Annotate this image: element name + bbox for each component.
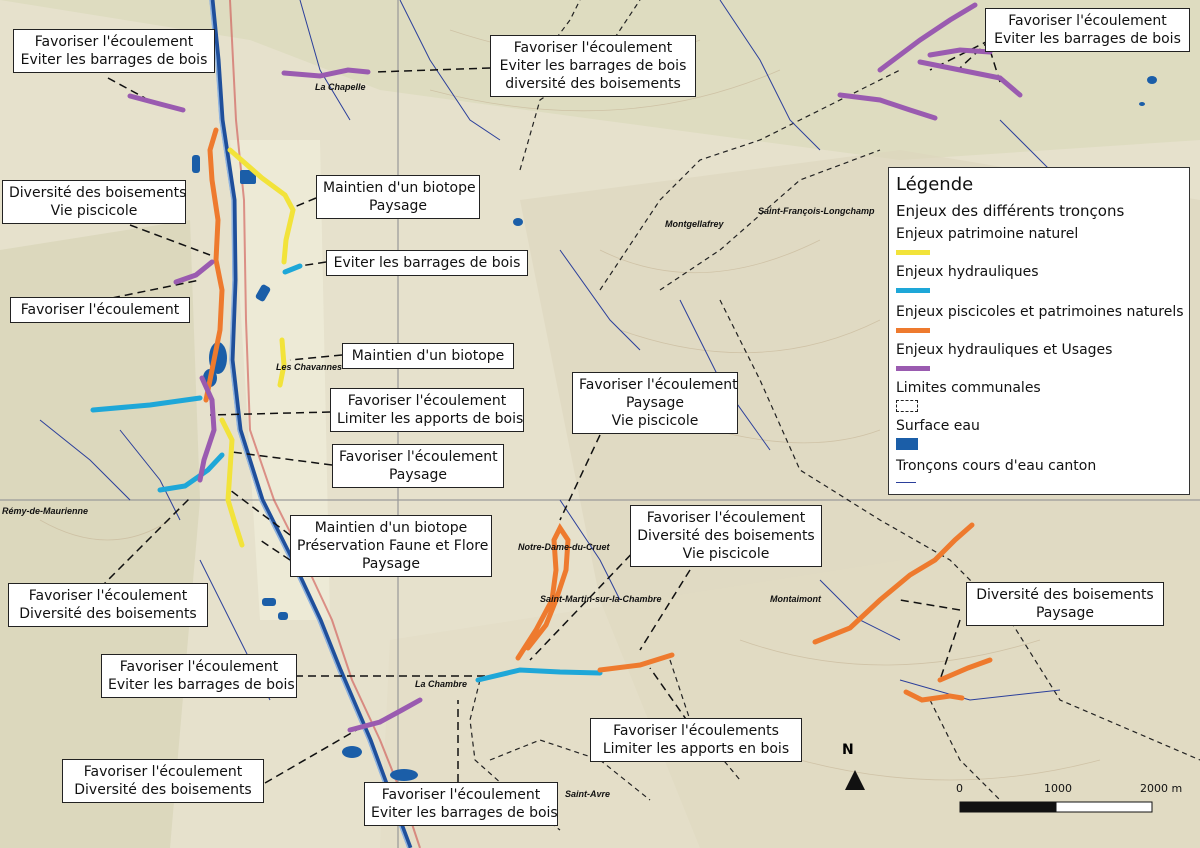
legend-subtitle: Enjeux des différents tronçons (896, 202, 1125, 220)
north-arrow-icon (845, 770, 865, 790)
segments-hydrauliques (90, 263, 603, 683)
legend-swatch-usages (896, 366, 930, 371)
place-les-chavannes: Les Chavannes (276, 362, 343, 372)
place-remy: Rémy-de-Maurienne (2, 506, 89, 516)
place-la-chambre: La Chambre (415, 679, 468, 689)
segments-patrimoine (219, 147, 296, 548)
north-letter: N (842, 742, 854, 758)
legend-item-label: Enjeux hydrauliques (896, 264, 1039, 280)
legend-item-label: Tronçons cours d'eau canton (896, 458, 1097, 474)
place-saint-martin: Saint-Martin-sur-la-Chambre (540, 594, 662, 604)
legend-swatch-hydrauliques (896, 288, 930, 293)
place-montgellafrey: Montgellafrey (665, 219, 724, 229)
scale-label-0: 0 (956, 782, 963, 795)
annotation-label: Eviter les barrages de bois (326, 250, 528, 276)
segments-usages (127, 2, 1023, 733)
place-notre-dame: Notre-Dame-du-Cruet (518, 542, 610, 552)
scale-label-2000: 2000 m (1140, 782, 1183, 795)
legend-item-label: Enjeux patrimoine naturel (896, 226, 1079, 242)
legend-title: Légende (896, 174, 974, 195)
place-saint-francois: Saint-François-Longchamp (758, 206, 875, 216)
legend: Légende Enjeux des différents tronçons E… (888, 167, 1190, 495)
legend-swatch-piscicoles (896, 328, 930, 333)
legend-swatch-troncons (896, 482, 916, 483)
terrain-south (380, 560, 1200, 848)
legend-item-label: Limites communales (896, 380, 1041, 396)
legend-swatch-surface-eau (896, 438, 918, 450)
motorway (229, 0, 421, 848)
legend-item-label: Enjeux piscicoles et patrimoines naturel… (896, 304, 1184, 320)
place-la-chapelle: La Chapelle (315, 82, 366, 92)
scale-bar (959, 801, 1153, 813)
legend-item-label: Surface eau (896, 418, 980, 434)
place-montaimont: Montaimont (770, 594, 821, 604)
legend-item-label: Enjeux hydrauliques et Usages (896, 342, 1113, 358)
segments-piscicoles (203, 127, 993, 703)
legend-swatch-limites (896, 400, 918, 412)
annotation-label: Maintien d'un biotope (342, 343, 514, 369)
place-saint-avre: Saint-Avre (565, 789, 611, 799)
legend-swatch-patrimoine (896, 250, 930, 255)
scale-label-1000: 1000 (1044, 782, 1072, 795)
annotation-label: Favoriser l'écoulement (10, 297, 190, 323)
